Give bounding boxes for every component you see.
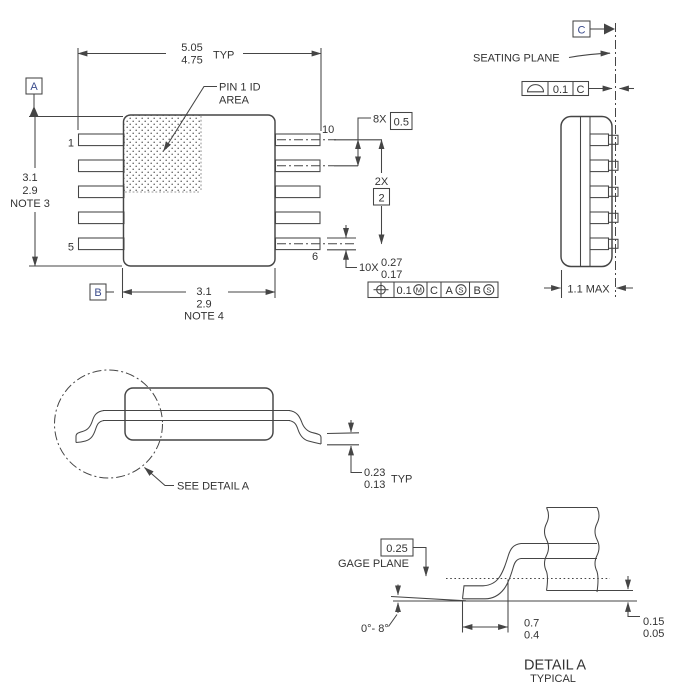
datum-a-label: A	[30, 81, 38, 93]
pin1-id-label-line1: PIN 1 ID	[219, 82, 261, 94]
left-pins	[77, 133, 125, 251]
rfs-modifier-letter-a: S	[459, 285, 464, 294]
gage-plane-callout: 0.25 GAGE PLANE	[338, 538, 429, 577]
profile-of-surface-icon	[526, 84, 545, 93]
profile-tolerance-value: 0.1	[553, 84, 568, 96]
pin1-id-label-line2: AREA	[219, 95, 250, 107]
profile-datum: C	[577, 84, 585, 96]
pin1-id-area	[124, 115, 202, 193]
pitch-dimension: 8X 0.5	[277, 111, 413, 167]
body-height-note: NOTE 3	[10, 198, 50, 210]
see-detail-a-callout: SEE DETAIL A	[144, 467, 250, 493]
span-value: 2	[378, 193, 384, 205]
end-view-leads	[589, 133, 619, 251]
thickness-dimension: 1.1 MAX	[544, 270, 633, 298]
foot-length-min: 0.4	[524, 630, 539, 642]
body-height-dimension: 3.1 2.9 NOTE 3	[10, 115, 123, 267]
thickness-max: 1.1 MAX	[567, 284, 610, 296]
pin-1-label: 1	[68, 138, 74, 150]
detail-a-title: DETAIL A	[524, 658, 586, 674]
seating-plane-callout: SEATING PLANE	[473, 50, 611, 65]
pitch-value: 0.5	[394, 117, 409, 129]
lead-angle-dimension: 0°- 8°	[361, 584, 467, 635]
datum-a-triangle-icon	[29, 106, 39, 117]
seating-plane-label: SEATING PLANE	[473, 53, 560, 65]
profile-feature-control-frame: 0.1 C	[521, 80, 634, 97]
lead-thickness-max: 0.23	[364, 467, 385, 479]
right-pins	[274, 133, 321, 251]
position-tolerance-value: 0.1	[397, 285, 412, 297]
foot-length-dimension: 0.7 0.4	[461, 579, 539, 642]
body-width-min: 2.9	[196, 299, 211, 311]
standoff-max: 0.15	[643, 616, 664, 628]
package-top-view: 5.05 4.75 TYP 1 5 10 6	[10, 42, 499, 323]
mmc-modifier-icon	[413, 284, 425, 296]
left-gull-wing-lead	[75, 409, 105, 444]
lead-thickness-dimension: 0.23 0.13 TYP	[326, 420, 412, 491]
detail-a-subtitle: TYPICAL	[530, 673, 576, 685]
pin-5-label: 5	[68, 242, 74, 254]
pitch-count: 8X	[373, 114, 387, 126]
datum-a: A	[25, 77, 43, 117]
side-view-body	[124, 387, 274, 441]
fcf-datum3: B	[474, 285, 481, 297]
datum-c: C	[572, 20, 615, 38]
pin-6-label: 6	[312, 251, 318, 263]
gage-plane-label: GAGE PLANE	[338, 558, 409, 570]
fcf-datum1: C	[430, 285, 438, 297]
package-end-view: C SEATING PLANE 0.1 C	[473, 20, 634, 298]
position-feature-control-frame: 0.1 M C A S B S	[367, 281, 499, 299]
rfs-modifier-letter-b: S	[486, 285, 491, 294]
standoff-min: 0.05	[643, 628, 664, 640]
lead-thickness-min: 0.13	[364, 479, 385, 491]
standoff-dimension: 0.15 0.05	[625, 576, 664, 640]
lead-thickness-typ: TYP	[391, 474, 412, 486]
lead-angle-value: 0°- 8°	[361, 623, 389, 635]
datum-b: B	[89, 283, 114, 301]
foot-length-max: 0.7	[524, 618, 539, 630]
fcf-datum2: A	[446, 285, 454, 297]
body-width-max: 3.1	[196, 286, 211, 298]
span-dimension: 2X 2	[372, 139, 391, 245]
lead-span-dimension: 5.05 4.75 TYP	[77, 42, 322, 131]
gage-offset-value: 0.25	[386, 543, 407, 555]
detail-a-view: 0.25 GAGE PLANE 0°- 8° 0.7 0.4 0.15 0.05…	[338, 506, 664, 685]
rfs-modifier-icon-a	[455, 284, 467, 296]
end-view-body	[560, 115, 613, 268]
lead-width-min: 0.17	[381, 269, 402, 281]
lead-span-min: 4.75	[181, 55, 202, 67]
lead-width-max: 0.27	[381, 257, 402, 269]
see-detail-a-label: SEE DETAIL A	[177, 481, 250, 493]
position-tolerance-icon	[373, 282, 389, 297]
body-section-break	[543, 506, 633, 593]
pin-10-label: 10	[322, 124, 334, 136]
body-height-min: 2.9	[22, 185, 37, 197]
detail-lead-profile	[461, 542, 597, 600]
datum-b-label: B	[94, 287, 101, 299]
mmc-modifier-letter: M	[416, 285, 422, 294]
datum-c-triangle-icon	[604, 23, 615, 35]
body-height-max: 3.1	[22, 172, 37, 184]
pin1-id-callout: PIN 1 ID AREA	[163, 82, 261, 152]
body-width-note: NOTE 4	[184, 311, 224, 323]
rfs-modifier-icon-b	[483, 284, 495, 296]
lead-width-dimension: 10X 0.27 0.17	[277, 225, 402, 281]
span-count: 2X	[375, 176, 389, 188]
detail-a-reference-circle	[54, 369, 163, 479]
lead-width-count: 10X	[359, 262, 379, 274]
body-width-dimension: 3.1 2.9 NOTE 4	[121, 268, 276, 323]
lead-span-typ: TYP	[213, 50, 234, 62]
right-gull-wing-lead	[288, 409, 322, 445]
package-side-view: SEE DETAIL A 0.23 0.13 TYP	[54, 369, 412, 493]
datum-c-label: C	[578, 25, 586, 37]
lead-span-max: 5.05	[181, 42, 202, 54]
